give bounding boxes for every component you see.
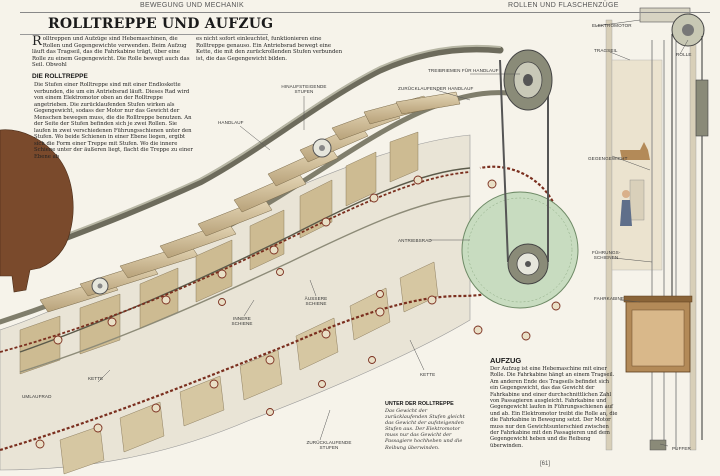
elevator-cabin <box>623 295 693 373</box>
label-kette-left: KETTE <box>88 376 104 381</box>
page-title: ROLLTREPPE UND AUFZUG <box>48 16 274 32</box>
label-umlaufrad: UMLAUFRAD <box>22 394 52 399</box>
intro-text-1: olltreppen und Aufzüge sind Hebemaschine… <box>32 36 190 69</box>
leader-lines <box>97 19 689 447</box>
elevator-motor <box>639 7 705 47</box>
label-zurueck-stufen: ZURÜCKLAUFENDE STUFEN <box>306 440 352 450</box>
chain-upper <box>0 171 471 353</box>
unter-caption-block: UNTER DER ROLLTREPPE Das Gewicht der zur… <box>385 401 471 451</box>
dog-figure <box>620 142 650 160</box>
elevator-shaft <box>605 19 697 451</box>
label-handlauf: HANDLAUF <box>218 120 244 125</box>
upper-pulley <box>503 49 553 111</box>
handrail-drive-belt <box>499 59 549 263</box>
page-number: [61] <box>540 461 551 467</box>
handrail-roller-small <box>312 138 332 158</box>
handrail <box>0 45 504 266</box>
title-rule <box>20 34 268 35</box>
rolltreppe-text: Die Stufen einer Rolltreppe sind mit ein… <box>34 82 193 160</box>
handrail-roller-left <box>91 277 109 295</box>
person-head <box>622 190 630 198</box>
header-rule <box>20 12 710 13</box>
label-rolle: ROLLE <box>676 52 692 57</box>
counterweight <box>695 79 709 137</box>
label-antriebsrad: ANTRIEBSRAD <box>398 238 432 243</box>
aufzug-text: Der Aufzug ist eine Hebemaschine mit ein… <box>490 366 618 449</box>
person-figure <box>620 200 632 226</box>
label-kette-right: KETTE <box>420 372 436 377</box>
label-aeussere-schiene: ÄUSSERE SCHIENE <box>304 296 328 306</box>
label-elektromotor: ELEKTROMOTOR <box>592 23 632 28</box>
buffer <box>649 439 667 451</box>
label-fahrkabine: FAHRKABINE <box>594 296 625 301</box>
label-hinauf-stufen: HINAUFSTEIGENDE STUFEN <box>281 84 327 94</box>
drop-cap: R <box>32 34 42 49</box>
bear-illustration <box>0 129 74 293</box>
label-gegengewicht: GEGENGEWICHT <box>588 156 628 161</box>
lower-pulley <box>507 243 549 285</box>
aufzug-heading: AUFZUG <box>490 356 522 365</box>
handrail-highlight <box>0 44 501 260</box>
unter-caption: Das Gewicht der zurücklaufenden Stufen g… <box>385 408 465 451</box>
label-tragseil: TRAGSEIL <box>594 48 618 53</box>
running-header-right: ROLLEN UND FLASCHENZÜGE <box>508 2 619 9</box>
inner-rail <box>19 195 471 373</box>
label-zurueck-handlauf: ZURÜCKLAUFENDER HANDLAUF <box>398 86 474 91</box>
label-treibriemen: TREIBRIEMEN FÜR HANDLAUF <box>428 68 499 73</box>
label-fuehrungsschienen: FÜHRUNGS-SCHIENEN <box>592 250 621 260</box>
running-header-left: BEWEGUNG UND MECHANIK <box>140 2 244 9</box>
outer-rail <box>19 167 471 353</box>
unter-heading: UNTER DER ROLLTREPPE <box>385 401 454 407</box>
label-innere-schiene: INNERE SCHIENE <box>231 316 253 326</box>
rolltreppe-heading: DIE ROLLTREPPE <box>32 73 88 80</box>
intro-column-2: es nicht sofort einleuchtet, funktionier… <box>196 36 343 62</box>
label-puffer: PUFFER <box>672 446 691 451</box>
